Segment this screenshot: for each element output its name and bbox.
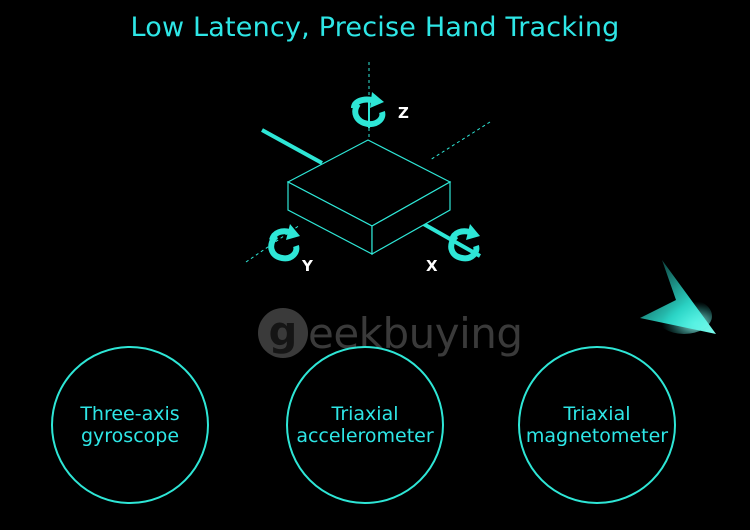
page-title: Low Latency, Precise Hand Tracking	[130, 12, 620, 43]
axis-label-z: Z	[398, 104, 409, 122]
sensor-label-line1: Triaxial	[331, 403, 399, 425]
axis-label-y: Y	[301, 257, 314, 275]
sensor-gyroscope: Three-axis gyroscope	[51, 346, 209, 504]
sensor-label-line2: gyroscope	[80, 425, 180, 447]
sensor-box	[286, 139, 452, 256]
sensor-accelerometer: Triaxial accelerometer	[286, 346, 444, 504]
sensor-magnetometer: Triaxial magnetometer	[518, 346, 676, 504]
x-rotation-icon	[448, 224, 480, 262]
y-rotation-icon	[268, 224, 300, 262]
axis-label-x: X	[426, 257, 438, 275]
watermark-logo: g	[258, 308, 308, 358]
x-axis-line	[261, 128, 323, 165]
z-rotation-icon	[351, 92, 386, 128]
glow-arrow-icon	[640, 260, 716, 334]
sensor-label-line1: Three-axis	[80, 403, 180, 425]
sensor-label-line2: accelerometer	[296, 425, 434, 447]
sensor-label-line2: magnetometer	[525, 425, 669, 447]
sensor-label-line1: Triaxial	[563, 403, 631, 425]
